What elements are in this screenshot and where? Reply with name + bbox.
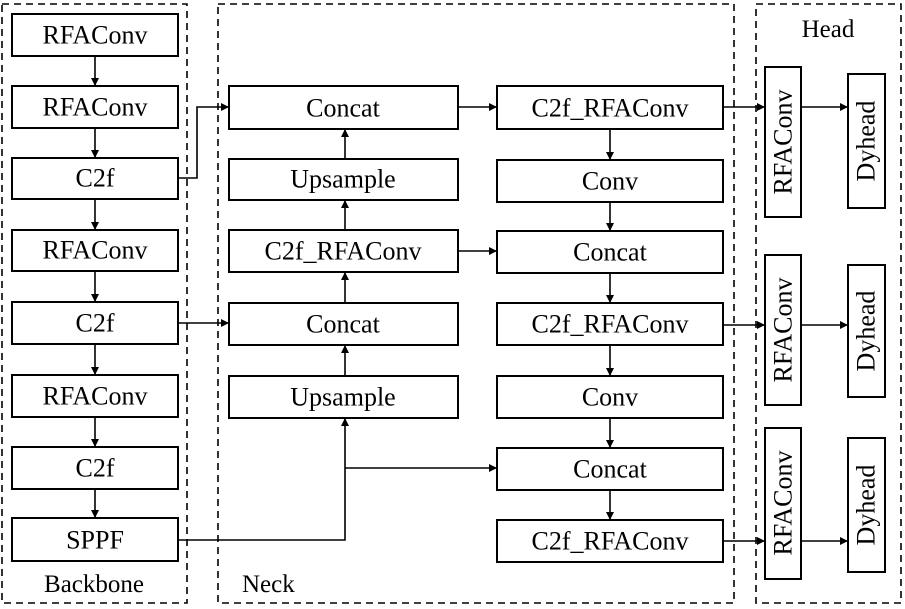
node-m2-label: Conv xyxy=(582,167,638,196)
node-b7: C2f xyxy=(11,446,179,490)
node-d3: Dyhead xyxy=(847,437,886,573)
node-n2-label: Upsample xyxy=(290,165,395,194)
node-m5: Conv xyxy=(496,375,724,419)
node-b6: RFAConv xyxy=(11,374,179,418)
neck-group xyxy=(217,3,735,604)
edge-b3-n1 xyxy=(178,103,229,179)
neck-label: Neck xyxy=(242,571,295,598)
node-b2: RFAConv xyxy=(11,85,179,129)
edges xyxy=(91,56,848,545)
node-b6-label: RFAConv xyxy=(43,382,148,411)
node-b8: SPPF xyxy=(11,517,179,562)
node-r1-label: RFAConv xyxy=(769,90,798,195)
head-label: Head xyxy=(802,16,855,43)
node-n4: Concat xyxy=(228,302,459,346)
node-b5: C2f xyxy=(11,301,179,345)
node-n1-label: Concat xyxy=(306,94,380,123)
node-m3-label: Concat xyxy=(573,238,647,267)
node-d2-label: Dyhead xyxy=(852,291,881,372)
node-n5-label: Upsample xyxy=(290,383,395,412)
node-r1: RFAConv xyxy=(764,66,802,218)
node-b7-label: C2f xyxy=(76,454,115,483)
node-b1-label: RFAConv xyxy=(43,21,148,50)
node-d1: Dyhead xyxy=(847,73,886,209)
node-d1-label: Dyhead xyxy=(852,101,881,182)
node-n4-label: Concat xyxy=(306,310,380,339)
node-d3-label: Dyhead xyxy=(852,465,881,546)
node-b3-label: C2f xyxy=(76,164,115,193)
node-d2: Dyhead xyxy=(847,264,886,398)
node-n2: Upsample xyxy=(228,158,459,201)
node-r2-label: RFAConv xyxy=(769,278,798,383)
node-b1: RFAConv xyxy=(11,13,179,57)
edge-b8-n5 xyxy=(178,418,349,541)
node-m4: C2f_RFAConv xyxy=(496,302,724,346)
node-m6: Concat xyxy=(496,447,724,491)
node-m7-label: C2f_RFAConv xyxy=(532,527,689,556)
node-r3-label: RFAConv xyxy=(769,451,798,556)
node-r2: RFAConv xyxy=(764,254,802,406)
node-n1: Concat xyxy=(228,85,459,130)
node-m7: C2f_RFAConv xyxy=(496,519,724,563)
node-m3: Concat xyxy=(496,230,724,274)
node-n5: Upsample xyxy=(228,375,459,419)
node-m1-label: C2f_RFAConv xyxy=(532,94,689,123)
node-n3-label: C2f_RFAConv xyxy=(265,237,422,266)
node-b4-label: RFAConv xyxy=(43,236,148,265)
node-m1: C2f_RFAConv xyxy=(496,85,724,130)
node-m2: Conv xyxy=(496,159,724,203)
head-group xyxy=(755,3,902,604)
node-b8-label: SPPF xyxy=(66,526,124,555)
node-r3: RFAConv xyxy=(764,427,802,580)
node-b3: C2f xyxy=(11,157,179,200)
backbone-group xyxy=(1,3,188,604)
node-m5-label: Conv xyxy=(582,383,638,412)
backbone-label: Backbone xyxy=(44,571,144,598)
node-n3: C2f_RFAConv xyxy=(228,229,459,273)
node-b2-label: RFAConv xyxy=(43,93,148,122)
node-b4: RFAConv xyxy=(11,229,179,272)
node-b5-label: C2f xyxy=(76,309,115,338)
node-m4-label: C2f_RFAConv xyxy=(532,310,689,339)
node-m6-label: Concat xyxy=(573,455,647,484)
